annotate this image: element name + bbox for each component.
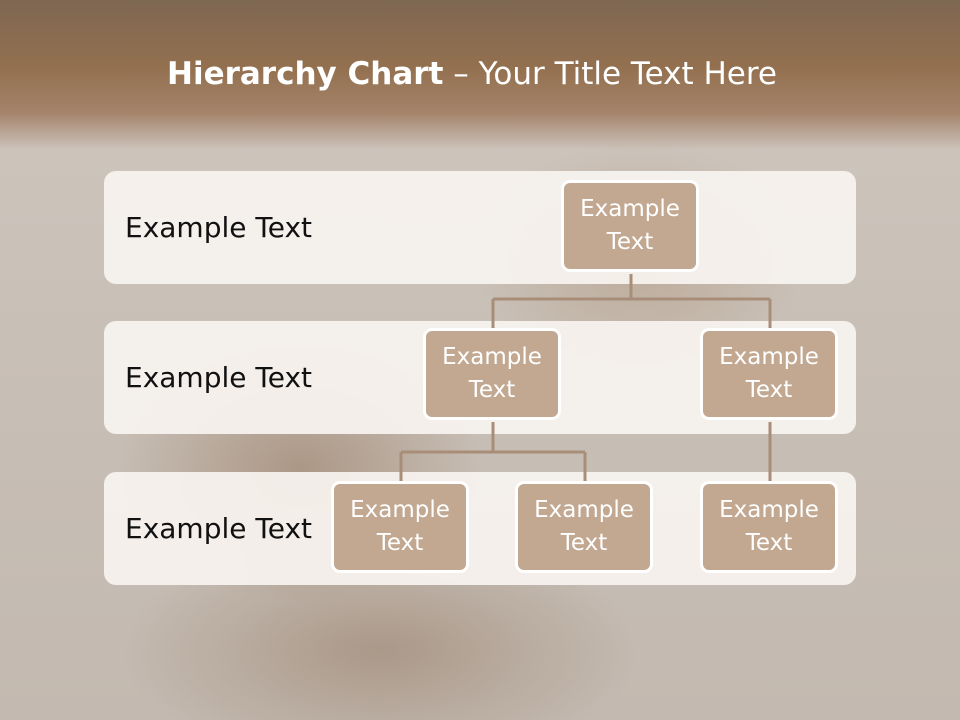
node-root-label: Example Text xyxy=(580,196,680,255)
node-level2-right-label: Example Text xyxy=(719,344,819,403)
title-rest: – Your Title Text Here xyxy=(443,56,777,92)
level-label-2: Example Text xyxy=(125,361,313,394)
node-level3-b-label: Example Text xyxy=(534,497,634,556)
header-bar xyxy=(0,0,960,150)
node-level3-b[interactable]: Example Text xyxy=(515,481,653,573)
title-bold: Hierarchy Chart xyxy=(167,56,444,92)
node-level2-left[interactable]: Example Text xyxy=(423,328,561,420)
node-level3-a-label: Example Text xyxy=(350,497,450,556)
connector-root xyxy=(491,274,772,329)
connector-left xyxy=(399,422,587,482)
slide-title: Hierarchy Chart – Your Title Text Here xyxy=(0,52,944,96)
node-level2-left-label: Example Text xyxy=(442,344,542,403)
node-level3-c[interactable]: Example Text xyxy=(700,481,838,573)
node-level3-c-label: Example Text xyxy=(719,497,819,556)
node-level2-right[interactable]: Example Text xyxy=(700,328,838,420)
node-level3-a[interactable]: Example Text xyxy=(331,481,469,573)
node-root[interactable]: Example Text xyxy=(561,180,699,272)
level-label-1: Example Text xyxy=(125,211,313,244)
level-label-3: Example Text xyxy=(125,512,313,545)
level-band-1: Example Text xyxy=(104,171,856,284)
